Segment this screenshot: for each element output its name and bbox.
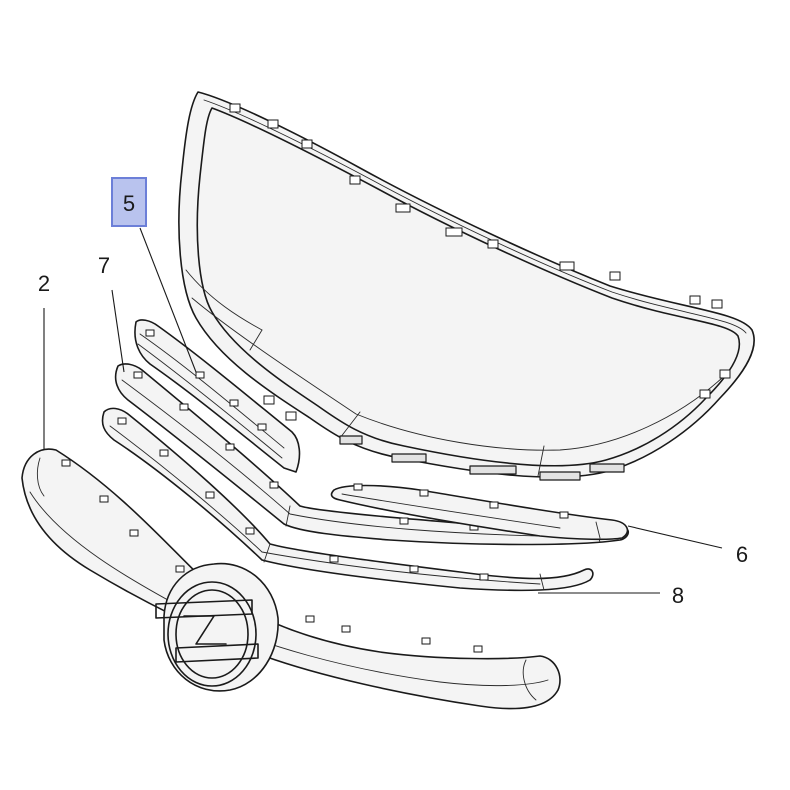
callout-8-label[interactable]: 8	[672, 583, 684, 608]
grille-strip-8	[101, 407, 594, 592]
leader-6	[627, 525, 723, 549]
leader-7	[111, 289, 125, 373]
grille-strip-7	[114, 363, 630, 546]
callout-6-label[interactable]: 6	[736, 542, 748, 567]
chrome-strip-5	[134, 319, 301, 473]
callout-5[interactable]: 5	[111, 177, 147, 227]
callout-7-label[interactable]: 7	[98, 253, 110, 278]
grille-strip-6	[330, 483, 629, 541]
leader-lines	[43, 227, 723, 594]
emblem-badge	[155, 562, 279, 692]
callout-5-label: 5	[123, 191, 135, 216]
grille-frame	[178, 91, 755, 481]
lower-grille-bar-2	[21, 448, 561, 710]
callout-2-label[interactable]: 2	[38, 271, 50, 296]
callout-5-highlight	[111, 177, 147, 227]
leader-5	[139, 227, 197, 373]
